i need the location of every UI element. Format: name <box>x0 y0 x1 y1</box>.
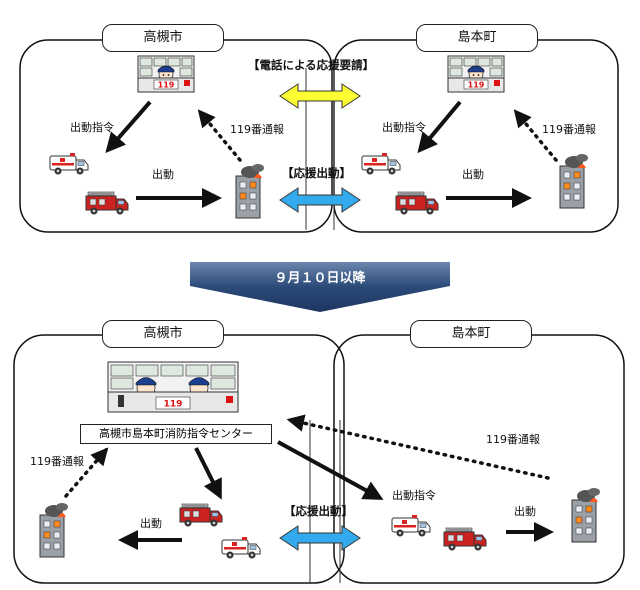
top-left-dispatch-order-label: 出動指令 <box>70 121 114 134</box>
top-right-burning-building-icon <box>559 153 589 209</box>
top-left-ambulance-icon <box>49 152 89 175</box>
bottom-left-dispatch-label: 出動 <box>140 517 162 530</box>
transition-arrow-band <box>190 262 450 312</box>
bottom-left-report-119-arrow <box>64 447 109 498</box>
phone-request-double-arrow <box>279 83 361 109</box>
transition-date-label: ９月１０日以降 <box>274 271 366 286</box>
bottom-left-burning-building-icon <box>39 502 69 558</box>
top-left-report-119-arrow <box>197 109 242 162</box>
top-left-city-tab: 高槻市 <box>102 24 224 52</box>
top-left-burning-building-icon <box>235 163 265 219</box>
phone-request-label: 【電話による応援要請】 <box>248 58 375 72</box>
bottom-support-dispatch-double-arrow <box>279 525 361 551</box>
bottom-right-city-tab: 島本町 <box>410 320 532 348</box>
joint-command-console-icon: 119 <box>107 361 239 413</box>
top-left-fire-truck-icon <box>85 191 129 215</box>
bottom-right-ambulance-icon <box>391 514 431 537</box>
bottom-left-ambulance-icon <box>221 536 261 559</box>
svg-text:119: 119 <box>164 400 183 410</box>
top-left-report-119-label: 119番通報 <box>230 123 284 136</box>
bottom-left-report-119-label: 119番通報 <box>30 455 84 468</box>
top-right-dispatch-order-label: 出動指令 <box>382 121 426 134</box>
top-right-city-tab: 島本町 <box>416 24 538 52</box>
top-right-report-119-label: 119番通報 <box>542 123 596 136</box>
bottom-right-dispatch-order-arrow <box>277 440 384 500</box>
top-support-dispatch-label: 【応援出動】 <box>282 166 351 180</box>
joint-command-center-name: 高槻市島本町消防指令センター <box>80 424 272 444</box>
bottom-right-report-119-arrow <box>286 414 550 480</box>
top-right-fire-truck-icon <box>395 191 439 215</box>
top-left-dispatch-order-arrow <box>105 100 152 154</box>
top-right-command-console-icon <box>447 55 505 93</box>
bottom-left-dispatch-order-arrow <box>194 447 222 500</box>
bottom-right-dispatch-order-label: 出動指令 <box>392 489 436 502</box>
bottom-right-report-119-label: 119番通報 <box>486 433 540 446</box>
bottom-right-fire-truck-icon <box>443 527 487 551</box>
top-right-dispatch-order-arrow <box>417 100 462 154</box>
bottom-left-city-tab: 高槻市 <box>102 320 224 348</box>
bottom-right-burning-building-icon <box>571 487 601 543</box>
top-right-dispatch-label: 出動 <box>462 168 484 181</box>
bottom-right-dispatch-label: 出動 <box>514 505 536 518</box>
top-left-dispatch-label: 出動 <box>152 168 174 181</box>
top-right-ambulance-icon <box>361 152 401 175</box>
bottom-left-fire-truck-icon <box>179 503 223 527</box>
bottom-support-dispatch-label: 【応援出動】 <box>284 504 353 518</box>
top-right-report-119-arrow <box>513 109 558 162</box>
top-left-command-console-icon <box>137 55 195 93</box>
top-support-dispatch-double-arrow <box>279 187 361 213</box>
